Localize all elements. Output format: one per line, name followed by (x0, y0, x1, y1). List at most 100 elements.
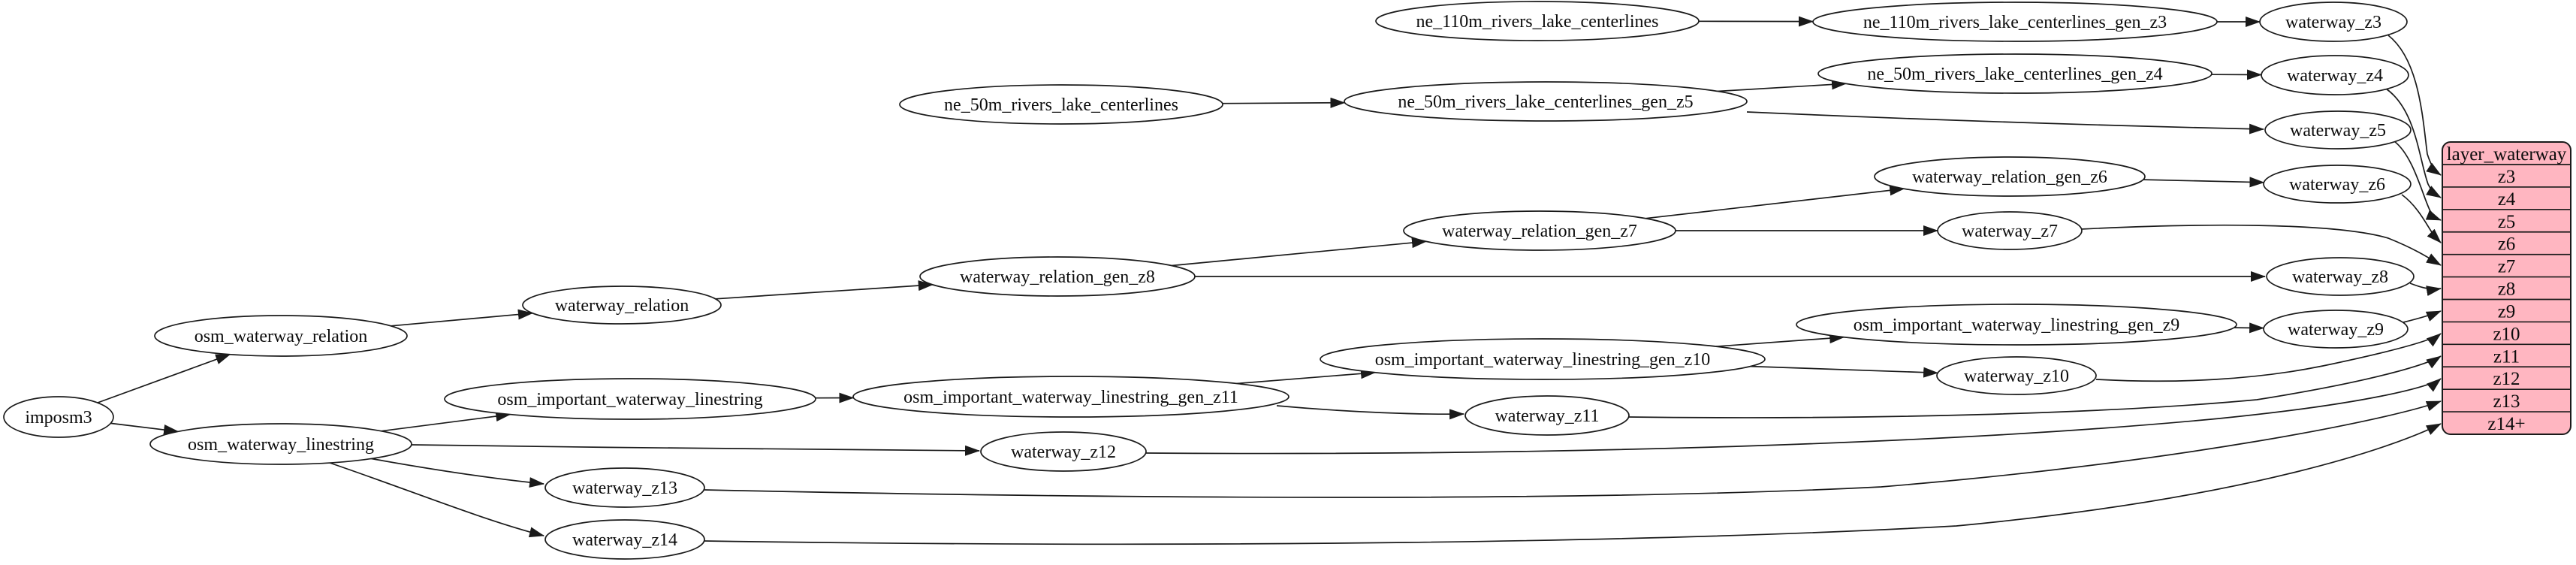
node-label-ne_110m_rivers_lake_centerlines_gen_z3: ne_110m_rivers_lake_centerlines_gen_z3 (1863, 13, 2167, 32)
node-ellipse-waterway_relation_gen_z6 (1874, 156, 2146, 197)
table-row-z13: z13 (2493, 391, 2520, 412)
node-ellipse-waterway_relation_gen_z7 (1403, 210, 1676, 251)
table-row-z11: z11 (2493, 346, 2520, 367)
edge-ne_50m_rivers_lake_centerlines_gen_z5-to-ne_50m_rivers_lake_centerlines_gen_z4 (1717, 79, 1847, 92)
table-row-z12: z12 (2493, 369, 2520, 389)
edge-ne_50m_rivers_lake_centerlines-to-ne_50m_rivers_lake_centerlines_gen_z5 (1222, 97, 1346, 108)
node-label-waterway_relation: waterway_relation (555, 296, 689, 316)
node-label-waterway_relation_gen_z6: waterway_relation_gen_z6 (1912, 168, 2107, 187)
node-waterway_relation_gen_z6: waterway_relation_gen_z6 (1874, 156, 2146, 197)
node-ellipse-waterway_z13 (544, 467, 705, 508)
table-row-z9: z9 (2498, 301, 2516, 322)
table-row-z6: z6 (2498, 234, 2516, 255)
edge-waterway_z7-to-layer_waterway-z7 (2080, 224, 2442, 266)
node-ellipse-waterway_z8 (2266, 257, 2415, 296)
node-waterway_relation_gen_z8: waterway_relation_gen_z8 (919, 256, 1196, 297)
table-row-z3: z3 (2498, 167, 2516, 187)
node-ne_50m_rivers_lake_centerlines_gen_z4: ne_50m_rivers_lake_centerlines_gen_z4 (1817, 53, 2213, 94)
edge-ne_50m_rivers_lake_centerlines_gen_z5-to-waterway_z5 (1746, 111, 2264, 134)
node-osm_important_waterway_linestring_gen_z11: osm_important_waterway_linestring_gen_z1… (852, 376, 1290, 418)
edge-waterway_z13-to-layer_waterway-z13 (704, 400, 2442, 498)
node-label-osm_waterway_relation: osm_waterway_relation (195, 327, 368, 346)
edge-waterway_z11-to-layer_waterway-z11 (1627, 355, 2442, 418)
node-ellipse-waterway_z6 (2263, 165, 2412, 204)
edge-osm_important_waterway_linestring_gen_z10-to-waterway_z10 (1750, 365, 1939, 378)
table-row-z7: z7 (2498, 257, 2516, 277)
edge-waterway_z10-to-layer_waterway-z10 (2095, 333, 2442, 382)
table-body (2442, 141, 2571, 435)
edge-osm_waterway_linestring-to-waterway_z12 (411, 444, 980, 456)
node-label-waterway_z8: waterway_z8 (2292, 267, 2388, 287)
edge-osm_waterway_linestring-to-waterway_z13 (369, 458, 544, 488)
node-osm_important_waterway_linestring_gen_z9: osm_important_waterway_linestring_gen_z9 (1796, 304, 2237, 346)
edge-waterway_relation_gen_z7-to-waterway_relation_gen_z6 (1645, 185, 1905, 219)
node-ellipse-ne_50m_rivers_lake_centerlines_gen_z5 (1344, 81, 1748, 122)
node-label-waterway_z5: waterway_z5 (2290, 121, 2386, 140)
node-label-waterway_z10: waterway_z10 (1964, 367, 2069, 386)
node-waterway_z8: waterway_z8 (2266, 257, 2415, 296)
node-ellipse-waterway_relation (522, 286, 722, 325)
edge-waterway_z4-to-layer_waterway-z4 (2385, 88, 2442, 198)
node-ellipse-waterway_relation_gen_z8 (919, 256, 1196, 297)
node-ellipse-waterway_z5 (2264, 110, 2412, 150)
table-title: layer_waterway (2447, 144, 2567, 165)
node-label-osm_waterway_linestring: osm_waterway_linestring (188, 435, 374, 455)
node-ellipse-ne_50m_rivers_lake_centerlines_gen_z4 (1817, 53, 2213, 94)
node-label-ne_110m_rivers_lake_centerlines: ne_110m_rivers_lake_centerlines (1416, 12, 1659, 32)
edge-imposm3-to-osm_waterway_linestring (110, 422, 179, 435)
node-waterway_z3: waterway_z3 (2259, 2, 2408, 42)
node-waterway_z13: waterway_z13 (544, 467, 705, 508)
node-ellipse-waterway_z10 (1936, 356, 2097, 395)
table-row-z14+: z14+ (2487, 414, 2525, 434)
node-label-waterway_z6: waterway_z6 (2289, 175, 2385, 195)
edge-osm_important_waterway_linestring_gen_z10-to-osm_important_waterway_linestring_gen_z9 (1716, 333, 1845, 347)
node-ellipse-waterway_z14 (544, 519, 705, 560)
table-row-z10: z10 (2493, 324, 2520, 344)
edge-osm_waterway_relation-to-waterway_relation (391, 309, 533, 327)
edge-waterway_z14-to-layer_waterway-z14+ (704, 423, 2442, 545)
node-ellipse-osm_waterway_linestring (149, 423, 412, 465)
node-ellipse-osm_important_waterway_linestring (444, 378, 816, 420)
node-label-waterway_z14: waterway_z14 (572, 530, 677, 550)
node-label-waterway_z9: waterway_z9 (2288, 320, 2384, 340)
node-waterway_z5: waterway_z5 (2264, 110, 2412, 150)
node-ellipse-ne_110m_rivers_lake_centerlines (1375, 1, 1700, 41)
node-label-waterway_z13: waterway_z13 (572, 479, 677, 498)
node-label-osm_important_waterway_linestring_gen_z11: osm_important_waterway_linestring_gen_z1… (903, 388, 1238, 407)
node-label-osm_important_waterway_linestring: osm_important_waterway_linestring (497, 390, 762, 409)
node-label-waterway_relation_gen_z7: waterway_relation_gen_z7 (1442, 222, 1637, 241)
node-ellipse-waterway_z12 (980, 431, 1147, 472)
node-label-imposm3: imposm3 (25, 408, 92, 428)
edges-layer (97, 16, 2442, 545)
edge-waterway_z9-to-layer_waterway-z9 (2403, 310, 2442, 323)
node-waterway_z10: waterway_z10 (1936, 356, 2097, 395)
node-ellipse-osm_important_waterway_linestring_gen_z9 (1796, 304, 2237, 346)
node-label-waterway_z7: waterway_z7 (1962, 222, 2058, 241)
edge-waterway_z8-to-layer_waterway-z8 (2409, 282, 2442, 297)
node-waterway_z9: waterway_z9 (2263, 310, 2409, 349)
table-layer: layer_waterwayz3z4z5z6z7z8z9z10z11z12z13… (2442, 141, 2571, 435)
node-osm_important_waterway_linestring: osm_important_waterway_linestring (444, 378, 816, 420)
edge-waterway_z3-to-layer_waterway-z3 (2387, 35, 2442, 176)
node-waterway_relation_gen_z7: waterway_relation_gen_z7 (1403, 210, 1676, 251)
node-label-ne_50m_rivers_lake_centerlines_gen_z4: ne_50m_rivers_lake_centerlines_gen_z4 (1867, 65, 2162, 84)
edge-waterway_relation-to-waterway_relation_gen_z8 (715, 280, 934, 300)
node-osm_important_waterway_linestring_gen_z10: osm_important_waterway_linestring_gen_z1… (1320, 338, 1766, 380)
node-label-waterway_z12: waterway_z12 (1011, 443, 1116, 462)
node-label-ne_50m_rivers_lake_centerlines: ne_50m_rivers_lake_centerlines (944, 95, 1178, 115)
edge-waterway_relation_gen_z6-to-waterway_z6 (2143, 177, 2265, 188)
node-waterway_z6: waterway_z6 (2263, 165, 2412, 204)
node-ellipse-imposm3 (3, 396, 114, 438)
edge-waterway_z5-to-layer_waterway-z5 (2394, 140, 2442, 221)
node-waterway_relation: waterway_relation (522, 286, 722, 325)
node-ne_50m_rivers_lake_centerlines_gen_z5: ne_50m_rivers_lake_centerlines_gen_z5 (1344, 81, 1748, 122)
edge-osm_waterway_linestring-to-osm_important_waterway_linestring (381, 411, 511, 432)
node-label-waterway_z11: waterway_z11 (1495, 406, 1599, 426)
node-ellipse-waterway_z7 (1937, 211, 2083, 250)
edge-imposm3-to-osm_waterway_relation (97, 353, 231, 403)
node-ellipse-waterway_z9 (2263, 310, 2409, 349)
node-ellipse-ne_50m_rivers_lake_centerlines (899, 84, 1223, 125)
node-ellipse-osm_waterway_relation (154, 315, 408, 357)
